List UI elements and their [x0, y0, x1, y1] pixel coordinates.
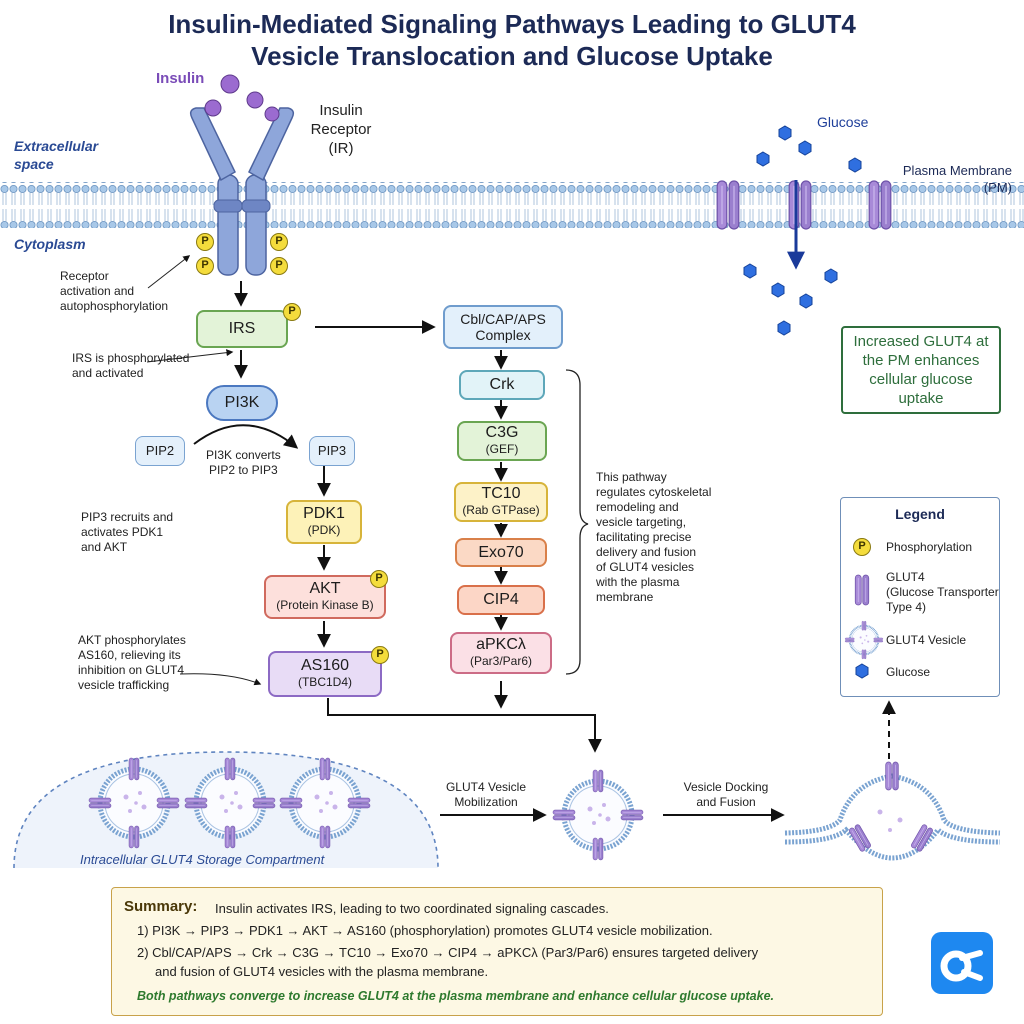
storage-vesicles [89, 758, 370, 848]
tc10-node: TC10(Rab GTPase) [454, 482, 548, 522]
summary-conclusion: Both pathways converge to increase GLUT4… [137, 989, 774, 1003]
pdk1-node: PDK1(PDK) [286, 500, 362, 544]
insulin-receptor [189, 107, 295, 276]
glucose-molecules [743, 125, 862, 336]
phospho-badge: P [196, 233, 214, 251]
plasma-membrane-label: Plasma Membrane(PM) [902, 163, 1012, 195]
phospho-badge: P [270, 233, 288, 251]
phospho-badge: P [270, 257, 288, 275]
insulin-molecules [204, 74, 280, 122]
phospho-badge: P [283, 303, 301, 321]
title-line-1: Insulin-Mediated Signaling Pathways Lead… [168, 9, 856, 39]
logo-icon [931, 932, 993, 994]
mobilized-vesicle [553, 770, 643, 860]
storage-compartment-label: Intracellular GLUT4 Storage Compartment [80, 852, 325, 867]
exo70-node: Exo70 [455, 538, 547, 567]
pip3-node: PIP3 [309, 436, 355, 466]
phospho-badge: P [196, 257, 214, 275]
legend-item-vesicle: GLUT4 Vesicle [886, 633, 967, 647]
akt-node: AKT(Protein Kinase B) [264, 575, 386, 619]
crk-node: Crk [459, 370, 545, 400]
title-line-2: Vesicle Translocation and Glucose Uptake [251, 41, 773, 71]
fusing-vesicle [784, 761, 1001, 861]
phospho-badge: P [370, 570, 388, 588]
pathway-arrows [193, 281, 896, 822]
phosphorylation-icon: P [853, 538, 871, 556]
summary-item-1: 1) PI3K → PIP3 → PDK1 → AKT → AS160 (pho… [137, 923, 713, 938]
legend-item-phosphorylation: Phosphorylation [886, 540, 973, 554]
phospho-badge: P [371, 646, 389, 664]
as160-node: AS160(TBC1D4) [268, 651, 382, 697]
summary-intro: Insulin activates IRS, leading to two co… [215, 901, 609, 916]
c3g-node: C3G(GEF) [457, 421, 547, 461]
cytoplasm-label: Cytoplasm [14, 236, 86, 252]
plasma-membrane [0, 182, 1024, 228]
irs-node: IRS [196, 310, 288, 348]
apkc-node: aPKCλ(Par3/Par6) [450, 632, 552, 674]
summary-item-2: 2) Cbl/CAP/APS → Crk → C3G → TC10 → Exo7… [137, 945, 759, 960]
legend-item-glucose: Glucose [886, 665, 931, 679]
pi3k-node: PI3K [206, 385, 278, 421]
annotation-arrows [146, 255, 262, 686]
legend-title: Legend [895, 506, 945, 522]
cip4-node: CIP4 [457, 585, 545, 615]
legend-box [840, 497, 1000, 697]
summary-item-2-cont: and fusion of GLUT4 vesicles with the pl… [155, 964, 489, 979]
pathway-bracket [565, 369, 589, 675]
insulin-label: Insulin [156, 70, 205, 87]
summary-heading: Summary: [124, 898, 198, 915]
pip2-node: PIP2 [135, 436, 185, 466]
glucose-label: Glucose [817, 114, 869, 130]
summary-box [111, 887, 883, 1016]
